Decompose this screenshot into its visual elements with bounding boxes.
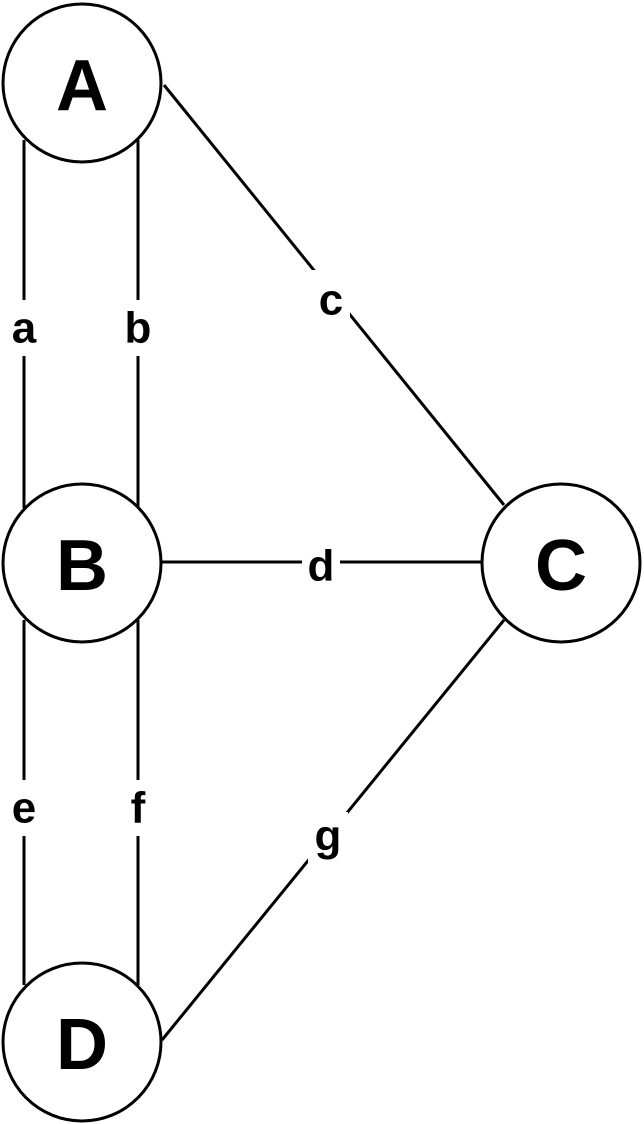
edge-c: c xyxy=(312,270,350,328)
node-b-label: B xyxy=(56,526,108,606)
node-d: D xyxy=(1,961,163,1123)
node-a-label: A xyxy=(56,46,108,126)
edge-labels: a b c d e f g xyxy=(6,270,350,870)
edge-g: g xyxy=(308,812,348,870)
edge-e: e xyxy=(6,780,42,836)
edge-b-label: b xyxy=(125,304,152,353)
edge-a: a xyxy=(6,300,42,356)
edge-b: b xyxy=(118,300,158,356)
node-d-circle xyxy=(1,961,163,1123)
edge-a-label: a xyxy=(12,304,37,353)
node-c: C xyxy=(480,482,642,644)
node-b: B xyxy=(1,482,163,644)
edge-d-label: d xyxy=(308,542,335,591)
node-c-circle xyxy=(480,482,642,644)
node-b-circle xyxy=(1,482,163,644)
edge-e-label: e xyxy=(12,784,36,833)
node-a: A xyxy=(1,2,163,164)
edge-g-label: g xyxy=(315,812,342,861)
edge-d: d xyxy=(302,538,340,591)
edge-f: f xyxy=(122,780,154,836)
node-c-label: C xyxy=(535,526,587,606)
node-a-circle xyxy=(1,2,163,164)
edge-f-label: f xyxy=(131,784,146,833)
edge-c-label: c xyxy=(319,276,343,325)
node-d-label: D xyxy=(56,1005,108,1085)
